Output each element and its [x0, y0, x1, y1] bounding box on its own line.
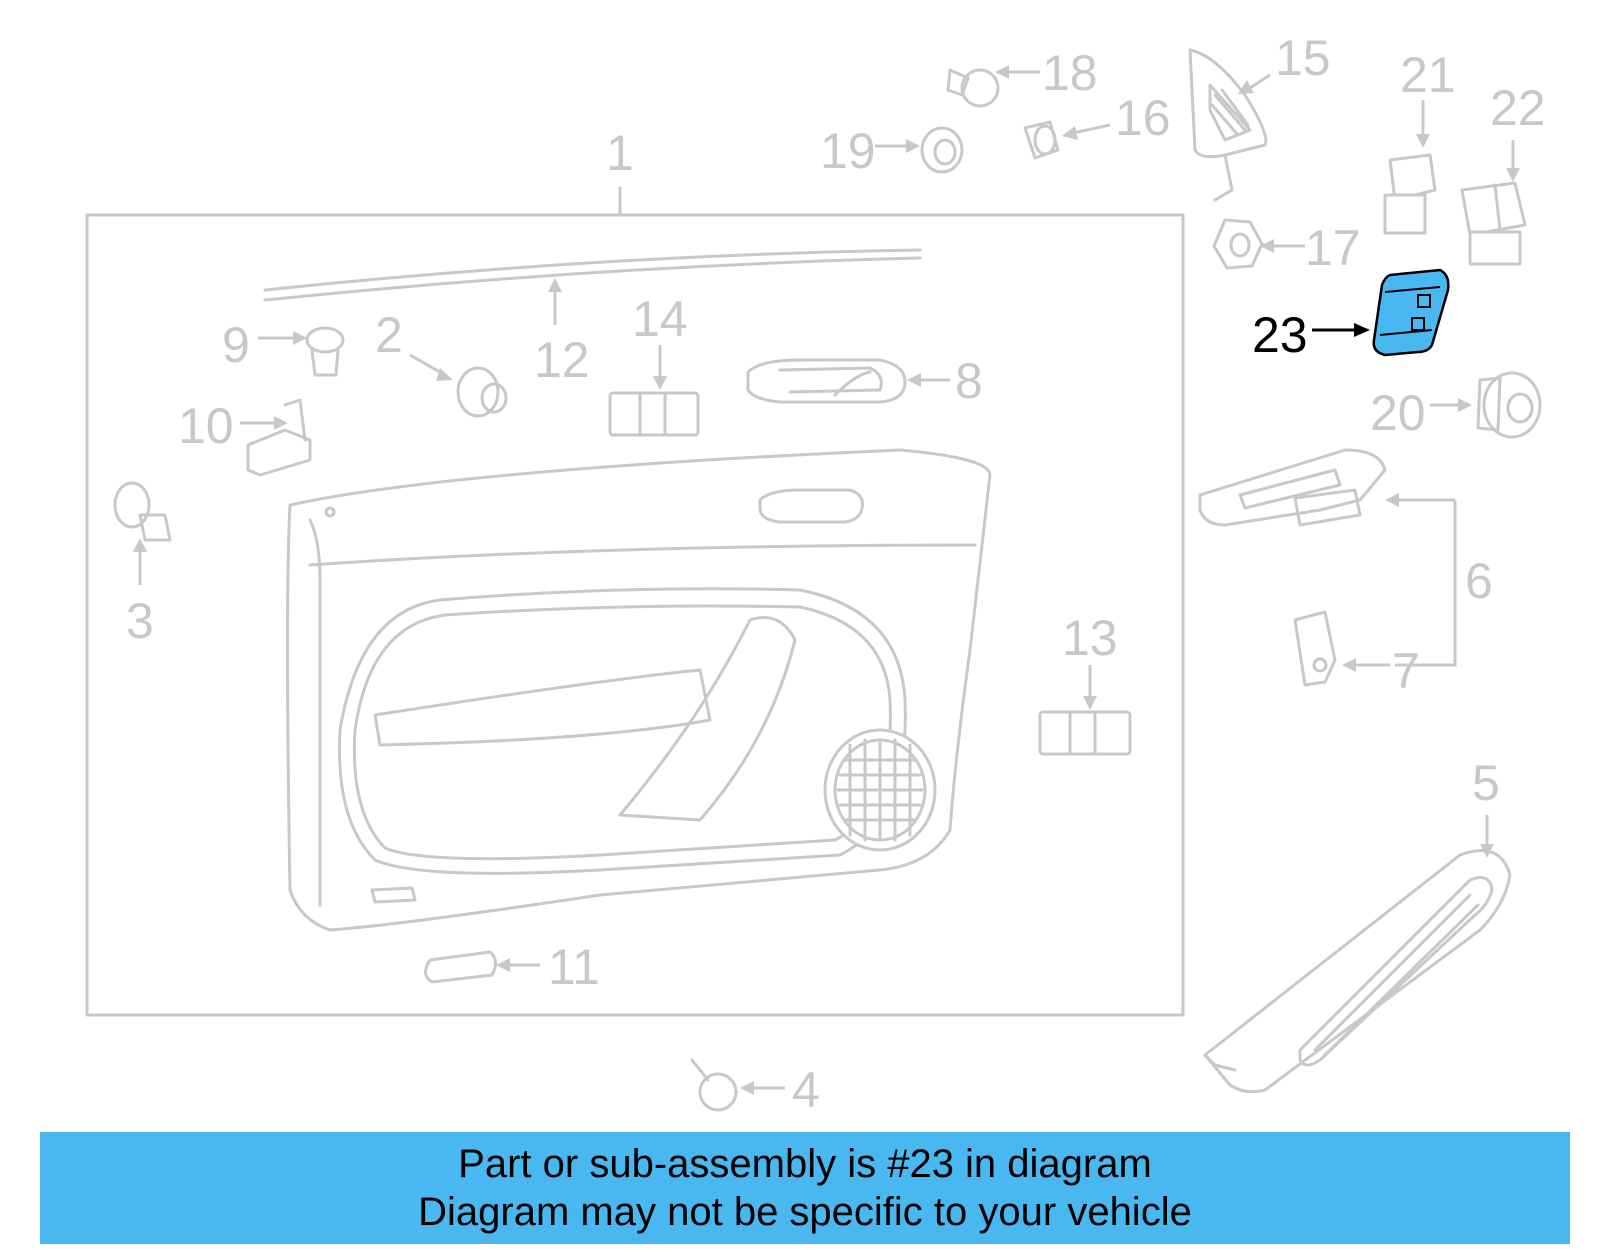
label-16: 16 — [1115, 90, 1171, 146]
part-2-fastener: 2 — [375, 307, 508, 418]
label-1: 1 — [606, 125, 634, 181]
part-10-bracket: 10 — [178, 398, 312, 477]
part-7-clip: 7 — [1293, 610, 1420, 699]
part-20-knob: 20 — [1370, 371, 1542, 441]
part-17-nut: 17 — [1212, 218, 1361, 276]
label-17: 17 — [1305, 220, 1361, 276]
label-12: 12 — [534, 332, 590, 388]
part-9-clip: 9 — [222, 317, 345, 377]
banner-line-2: Diagram may not be specific to your vehi… — [418, 1190, 1192, 1234]
info-banner: Part or sub-assembly is #23 in diagram D… — [40, 1132, 1570, 1244]
part-19-grommet: 19 — [820, 123, 964, 179]
part-14-connector: 14 — [608, 291, 700, 437]
label-5: 5 — [1472, 755, 1500, 811]
label-9: 9 — [222, 317, 250, 373]
part-13-connector: 13 — [1038, 610, 1132, 756]
label-3: 3 — [126, 593, 154, 649]
label-18: 18 — [1042, 45, 1098, 101]
part-21-switch: 21 — [1383, 47, 1456, 235]
part-11-cover: 11 — [424, 939, 600, 995]
label-15: 15 — [1275, 30, 1331, 86]
part-3-pushpin: 3 — [113, 481, 172, 649]
part-6-bezel: 6 — [1198, 448, 1493, 667]
label-11: 11 — [548, 939, 600, 995]
part-23-highlighted-switch: 23 — [1252, 268, 1450, 363]
label-4: 4 — [792, 1062, 820, 1118]
part-12-belt-molding: 12 — [263, 248, 922, 388]
part-16-clip: 16 — [1023, 90, 1171, 160]
door-trim-panel — [286, 448, 992, 932]
part-18-clip: 18 — [946, 45, 1098, 108]
label-10: 10 — [178, 398, 234, 454]
label-2: 2 — [375, 307, 403, 363]
part-5-pocket: 5 — [1203, 755, 1512, 1094]
part-4-screw: 4 — [690, 1058, 820, 1118]
label-20: 20 — [1370, 385, 1426, 441]
part-22-switch: 22 — [1460, 80, 1546, 266]
banner-line-1: Part or sub-assembly is #23 in diagram — [458, 1142, 1152, 1186]
label-14: 14 — [632, 291, 688, 347]
assembly-frame — [85, 213, 1185, 1017]
label-8: 8 — [955, 353, 983, 409]
label-6: 6 — [1465, 553, 1493, 609]
part-15-tweeter-cover: 15 — [1188, 30, 1331, 202]
label-13: 13 — [1062, 610, 1118, 666]
part-8-inner-handle: 8 — [746, 353, 983, 409]
label-7: 7 — [1392, 643, 1420, 699]
label-21: 21 — [1400, 47, 1456, 103]
label-22: 22 — [1490, 80, 1546, 136]
label-23: 23 — [1252, 307, 1308, 363]
label-19: 19 — [820, 123, 876, 179]
parts-diagram: 1 12 9 2 10 3 — [85, 30, 1546, 1118]
